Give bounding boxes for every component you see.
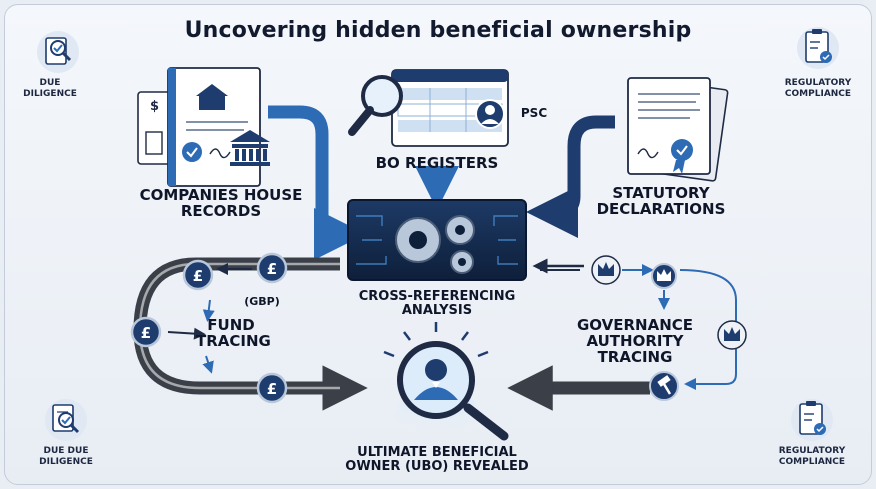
label-governance-authority-tracing: GOVERNANCE AUTHORITY TRACING <box>576 316 694 366</box>
svg-text:£: £ <box>267 260 277 278</box>
pound-coin-3: £ <box>130 316 162 348</box>
ubo-magnifier-icon <box>397 341 509 441</box>
pound-coin-1: £ <box>182 259 214 291</box>
svg-text:£: £ <box>267 380 277 398</box>
compliance-clipboard-icon-top <box>797 27 839 69</box>
declarations-to-analysis-arrow <box>526 115 615 238</box>
label-bo-registers: BO REGISTERS <box>375 154 499 172</box>
crown-icon-1 <box>591 255 621 285</box>
svg-text:£: £ <box>141 324 151 342</box>
diagram-title: Uncovering hidden beneficial ownership <box>184 18 692 43</box>
cross-referencing-engine <box>347 199 527 281</box>
label-fund-tracing: FUND TRACING <box>196 316 271 350</box>
label-due-diligence-bottom: DUE DUE DILIGENCE <box>39 446 93 467</box>
fund-small-arrow-4 <box>202 355 214 374</box>
fund-small-arrow-3 <box>167 327 206 340</box>
companies-house-documents-icon: $ <box>137 67 270 187</box>
crown-icon-3 <box>717 320 747 350</box>
due-diligence-icon-top <box>37 31 79 73</box>
pound-coin-2: £ <box>256 252 288 284</box>
svg-text:$: $ <box>150 99 159 114</box>
label-regulatory-compliance-bottom: REGULATORY COMPLIANCE <box>778 446 846 467</box>
gavel-icon <box>649 371 679 401</box>
label-psc: PSC <box>520 106 548 120</box>
compliance-clipboard-icon-bottom <box>791 399 833 441</box>
due-diligence-icon-bottom <box>45 399 87 441</box>
label-ubo-revealed: ULTIMATE BENEFICIAL OWNER (UBO) REVEALED <box>345 445 529 474</box>
crown-icon-2 <box>651 263 677 289</box>
label-statutory-declarations: STATUTORY DECLARATIONS <box>596 184 726 218</box>
label-gbp: (GBP) <box>244 295 280 308</box>
label-due-diligence-top: DUE DILIGENCE <box>23 78 77 99</box>
statutory-declarations-icon <box>627 77 729 182</box>
label-companies-house-records: COMPANIES HOUSE RECORDS <box>139 186 303 220</box>
fund-small-arrow-2 <box>202 299 215 322</box>
label-regulatory-compliance-top: REGULATORY COMPLIANCE <box>784 78 852 99</box>
svg-text:£: £ <box>193 267 203 285</box>
bo-register-icon <box>348 69 509 147</box>
records-to-analysis-arrow <box>268 105 366 260</box>
pound-coin-4: £ <box>256 372 288 404</box>
label-cross-referencing-analysis: CROSS-REFERENCING ANALYSIS <box>358 289 516 318</box>
